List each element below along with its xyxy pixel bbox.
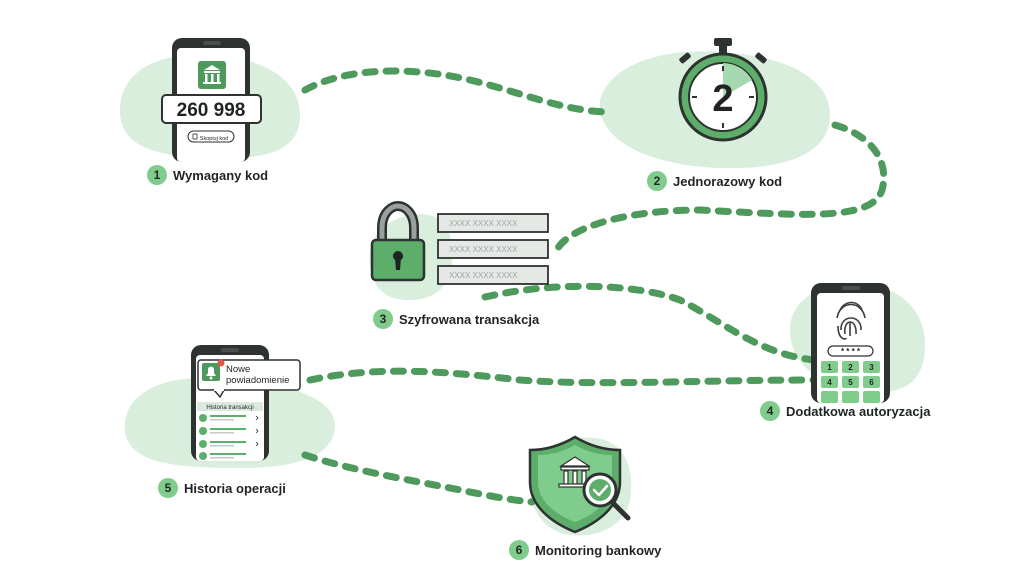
step-4-number: 4 — [760, 401, 780, 421]
step-2-label: Jednorazowy kod — [673, 173, 783, 189]
step-3: 3 Szyfrowana transakcja — [373, 309, 539, 329]
step-5-label: Historia operacji — [184, 480, 286, 496]
history-list — [199, 414, 259, 460]
step-1: 1 Wymagany kod — [147, 165, 268, 185]
pin-keypad: 1 2 3 4 5 6 — [821, 361, 880, 403]
encrypted-field-2: XXXX XXXX XXXX — [449, 245, 518, 254]
fingerprint-icon — [836, 301, 866, 340]
stopwatch-icon: 2 — [678, 38, 768, 142]
encrypted-field-3: XXXX XXXX XXXX — [449, 271, 518, 280]
step-6-label: Monitoring bankowy — [535, 542, 662, 558]
step-3-label: Szyfrowana transakcja — [399, 311, 540, 327]
history-title: Historia transakcji — [206, 405, 253, 411]
step-5: 5 Historia operacji — [158, 478, 286, 498]
step-2: 2 Jednorazowy kod — [647, 171, 782, 191]
step-1-label: Wymagany kod — [173, 167, 269, 183]
step-6-number: 6 — [509, 540, 529, 560]
dashed-path — [301, 67, 888, 506]
phone-additional-authorization: * * * * 1 2 3 4 5 6 — [811, 283, 890, 403]
step-3-number: 3 — [373, 309, 393, 329]
magnifier-check-icon — [582, 472, 631, 521]
key-4[interactable]: 4 — [827, 378, 832, 387]
encrypted-fields: XXXX XXXX XXXX XXXX XXXX XXXX XXXX XXXX … — [437, 213, 549, 285]
encrypted-field-1: XXXX XXXX XXXX — [449, 219, 518, 228]
phone-operation-history: Nowe powiadomienie Historia transakcji — [191, 345, 301, 461]
shield-monitoring-icon — [528, 435, 631, 534]
stopwatch-value: 2 — [712, 78, 733, 120]
copy-code-button[interactable]: Skopiuj kod — [200, 136, 228, 142]
step-2-number: 2 — [647, 171, 667, 191]
step-1-number: 1 — [147, 165, 167, 185]
step-4: 4 Dodatkowa autoryzacja — [760, 401, 931, 421]
bank-icon — [558, 456, 592, 488]
step-6: 6 Monitoring bankowy — [509, 540, 661, 560]
bell-icon — [206, 366, 216, 380]
lock-icon — [370, 200, 426, 282]
key-1[interactable]: 1 — [827, 363, 832, 372]
phone-required-code: 260 998 Skopiuj kod — [161, 38, 262, 162]
otp-code-text: 260 998 — [177, 100, 246, 121]
key-3[interactable]: 3 — [869, 363, 874, 372]
step-5-number: 5 — [158, 478, 178, 498]
notification-text-line-2: powiadomienie — [226, 375, 289, 386]
pin-mask: * * * * — [841, 347, 861, 356]
key-2[interactable]: 2 — [848, 363, 853, 372]
step-4-label: Dodatkowa autoryzacja — [786, 403, 931, 419]
key-6[interactable]: 6 — [869, 378, 874, 387]
notification-text-line-1: Nowe — [226, 364, 250, 375]
key-5[interactable]: 5 — [848, 378, 853, 387]
bank-icon — [198, 61, 226, 89]
